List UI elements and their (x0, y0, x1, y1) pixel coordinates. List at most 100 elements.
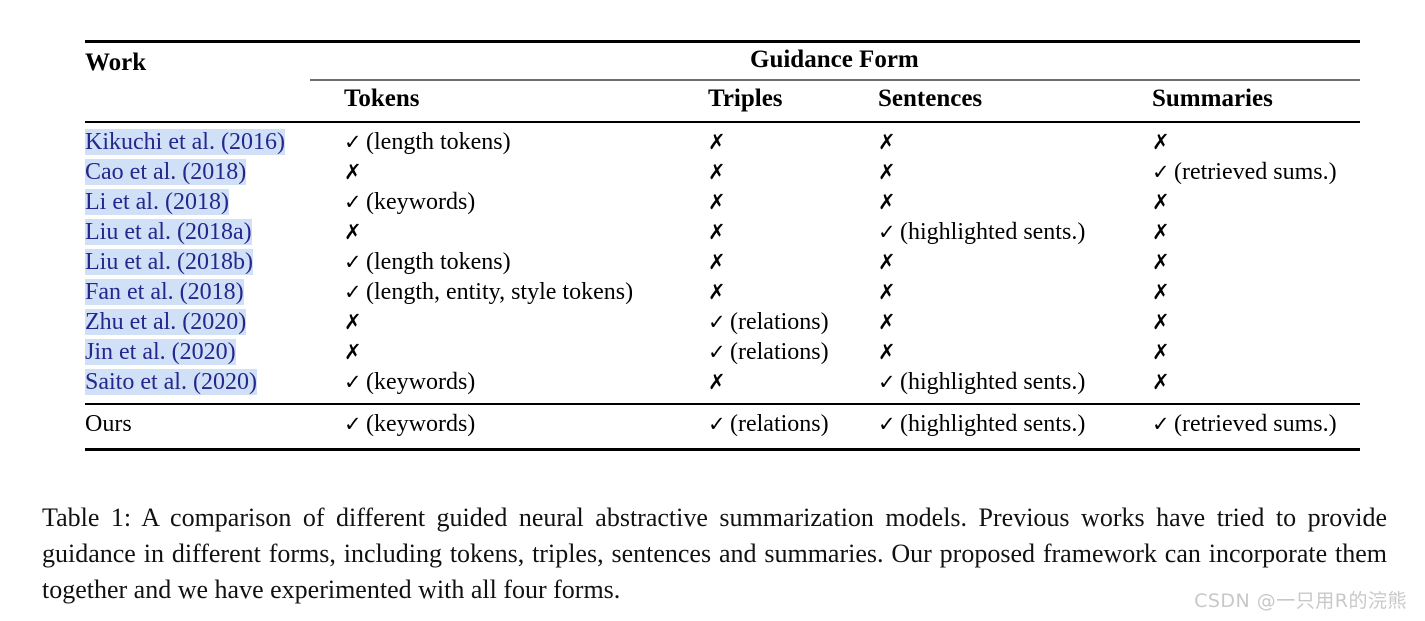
summaries-cell: ✗ (1152, 307, 1174, 337)
table-row: Cao et al. (2018)✗✗✗✓(retrieved sums.) (85, 157, 1360, 187)
cross-icon: ✗ (708, 370, 726, 394)
tokens-cell: ✗ (344, 337, 366, 367)
table-row: Zhu et al. (2020) ✗ ✓(relations) ✗ ✗ (85, 307, 1360, 337)
work-name-cell: Li et al. (2018) (85, 187, 229, 217)
work-name-cell: Liu et al. (2018a) (85, 217, 252, 247)
column-header-tokens: Tokens (344, 85, 420, 112)
work-name-cell: Fan et al. (2018) (85, 277, 244, 307)
ours-tokens-cell: ✓(keywords) (344, 409, 475, 439)
column-header-summaries: Summaries (1152, 85, 1273, 112)
triples-cell: ✗ (708, 187, 730, 217)
header-bottom-rule (85, 121, 1360, 123)
cross-icon: ✗ (708, 250, 726, 274)
check-icon: ✓ (344, 130, 362, 154)
cross-icon: ✗ (878, 190, 896, 214)
summaries-cell: ✗ (1152, 367, 1174, 397)
cross-icon: ✗ (1152, 220, 1170, 244)
summaries-note: (retrieved sums.) (1174, 159, 1337, 185)
cross-icon: ✗ (1152, 310, 1170, 334)
caption-label: Table 1: (42, 503, 132, 532)
triples-cell: ✗ (708, 127, 730, 157)
work-name-link[interactable]: Kikuchi et al. (2016) (85, 129, 285, 155)
ours-separator-rule (85, 403, 1360, 405)
csdn-watermark: CSDN @一只用R的浣熊 (1194, 590, 1407, 612)
summaries-cell: ✗ (1152, 337, 1174, 367)
cross-icon: ✗ (708, 220, 726, 244)
sentences-cell: ✗ (878, 127, 900, 157)
ours-sentences-cell: ✓(highlighted sents.) (878, 409, 1085, 439)
tokens-cell: ✗ (344, 157, 366, 187)
check-icon: ✓ (708, 310, 726, 334)
work-name-cell: Liu et al. (2018b) (85, 247, 253, 277)
group-header-guidance-form: Guidance Form (750, 46, 919, 73)
table-group-header-row: Guidance Form (85, 43, 1360, 79)
sentences-cell: ✗ (878, 277, 900, 307)
table-caption: Table 1: A comparison of different guide… (42, 500, 1387, 608)
cross-icon: ✗ (878, 340, 896, 364)
work-name-link[interactable]: Saito et al. (2020) (85, 369, 257, 395)
tokens-cell: ✗ (344, 307, 366, 337)
sentences-cell: ✓(highlighted sents.) (878, 217, 1085, 247)
check-icon: ✓ (344, 412, 362, 436)
check-icon: ✓ (1152, 160, 1170, 184)
triples-cell: ✓(relations) (708, 307, 829, 337)
cross-icon: ✗ (1152, 190, 1170, 214)
check-icon: ✓ (344, 280, 362, 304)
tokens-cell: ✓(keywords) (344, 367, 475, 397)
work-name-link[interactable]: Fan et al. (2018) (85, 279, 244, 305)
sentences-cell: ✗ (878, 307, 900, 337)
check-icon: ✓ (878, 220, 896, 244)
work-name-link[interactable]: Li et al. (2018) (85, 189, 229, 215)
column-header-sentences: Sentences (878, 85, 983, 112)
group-header-rule (310, 79, 1360, 81)
ours-triples-cell: ✓(relations) (708, 409, 829, 439)
ours-triples-note: (relations) (730, 411, 829, 437)
cross-icon: ✗ (344, 220, 362, 244)
summaries-cell: ✗ (1152, 277, 1174, 307)
tokens-note: (keywords) (366, 189, 476, 215)
tokens-note: (length tokens) (366, 249, 511, 275)
work-name-cell: Saito et al. (2020) (85, 367, 257, 397)
triples-note: (relations) (730, 309, 829, 335)
cross-icon: ✗ (344, 340, 362, 364)
cross-icon: ✗ (708, 190, 726, 214)
triples-cell: ✗ (708, 217, 730, 247)
work-name-link[interactable]: Liu et al. (2018b) (85, 249, 253, 275)
check-icon: ✓ (708, 412, 726, 436)
cross-icon: ✗ (878, 160, 896, 184)
check-icon: ✓ (878, 370, 896, 394)
ours-summaries-cell: ✓(retrieved sums.) (1152, 409, 1337, 439)
table-row: Kikuchi et al. (2016) ✓(length tokens) ✗ ✗ ✗ (85, 127, 1360, 157)
column-header-triples: Triples (708, 85, 783, 112)
triples-cell: ✗ (708, 277, 730, 307)
summaries-cell: ✗ (1152, 127, 1174, 157)
work-name-link[interactable]: Zhu et al. (2020) (85, 309, 247, 335)
work-name-link[interactable]: Jin et al. (2020) (85, 339, 236, 365)
table-row: Jin et al. (2020)✗✓(relations)✗✗ (85, 337, 1360, 367)
work-name-link[interactable]: Liu et al. (2018a) (85, 219, 252, 245)
table-top-rule (85, 40, 1360, 43)
tokens-note: (length tokens) (366, 129, 511, 155)
table-row: Saito et al. (2020) ✓(keywords) ✗ ✓(highlig… (85, 367, 1360, 397)
work-name-link[interactable]: Cao et al. (2018) (85, 159, 247, 185)
summaries-cell: ✗ (1152, 187, 1174, 217)
table-row: Liu et al. (2018b)✓(length tokens)✗✗✗ (85, 247, 1360, 277)
sentences-note: (highlighted sents.) (900, 369, 1086, 395)
sentences-cell: ✗ (878, 157, 900, 187)
cross-icon: ✗ (1152, 370, 1170, 394)
work-name-cell: Kikuchi et al. (2016) (85, 127, 285, 157)
cross-icon: ✗ (1152, 250, 1170, 274)
work-name-ours: Ours (85, 411, 132, 437)
triples-cell: ✗ (708, 367, 730, 397)
table-row: Fan et al. (2018)✓(length, entity, style… (85, 277, 1360, 307)
sentences-cell: ✗ (878, 337, 900, 367)
tokens-cell: ✗ (344, 217, 366, 247)
cross-icon: ✗ (1152, 280, 1170, 304)
ours-tokens-note: (keywords) (366, 411, 476, 437)
table-row: Liu et al. (2018a) ✗ ✗ ✓(highlighted sents.… (85, 217, 1360, 247)
table-row-ours: Ours ✓(keywords) ✓(relations) ✓(highligh… (85, 405, 1360, 446)
caption-text: A comparison of different guided neural … (42, 503, 1387, 604)
work-name-cell: Jin et al. (2020) (85, 337, 236, 367)
summaries-cell: ✗ (1152, 247, 1174, 277)
